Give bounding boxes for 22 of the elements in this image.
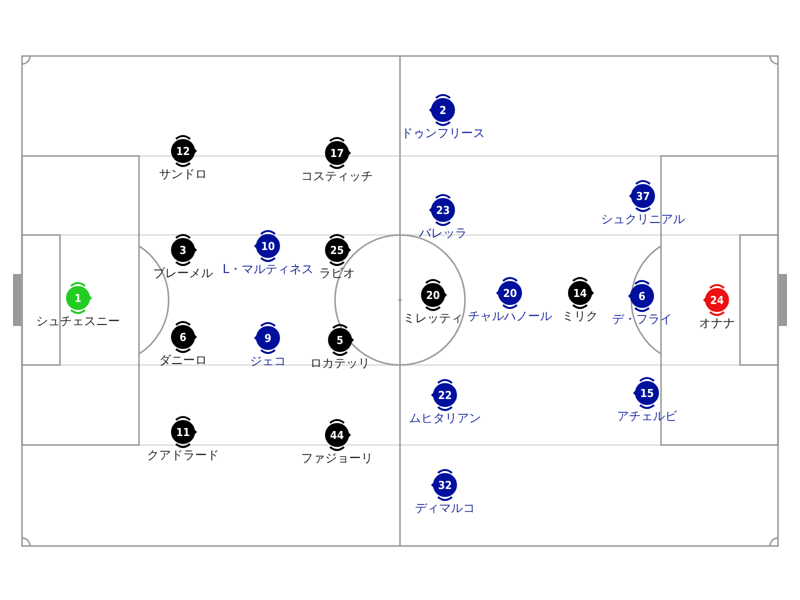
player-name: ロカテッリ	[310, 355, 370, 372]
player-name: L・マルティネス	[222, 261, 314, 278]
player-name: ミリク	[562, 308, 598, 325]
player-name: ファジョーリ	[301, 450, 373, 467]
player-name: ラビオ	[319, 265, 355, 282]
player-name: ディマルコ	[415, 500, 475, 517]
player-name: ミレッティ	[403, 310, 463, 327]
player-name: コスティッチ	[301, 168, 373, 185]
player-name: サンドロ	[159, 166, 207, 183]
player-name: バレッラ	[419, 225, 467, 242]
player-name: ドゥンフリース	[401, 125, 485, 142]
player-name: オナナ	[699, 315, 735, 332]
player-name: ブレーメル	[153, 265, 213, 282]
player-name: アチェルビ	[617, 408, 677, 425]
player-name: チャルハノール	[468, 308, 552, 325]
player-name: シュクリニアル	[601, 211, 685, 228]
player-name: ジェコ	[250, 353, 286, 370]
player-name: ムヒタリアン	[409, 410, 481, 427]
player-name: シュチェスニー	[36, 313, 120, 330]
player-name: クアドラード	[147, 447, 219, 464]
player-name: ダニーロ	[159, 352, 207, 369]
player-name: デ・フライ	[612, 311, 672, 328]
